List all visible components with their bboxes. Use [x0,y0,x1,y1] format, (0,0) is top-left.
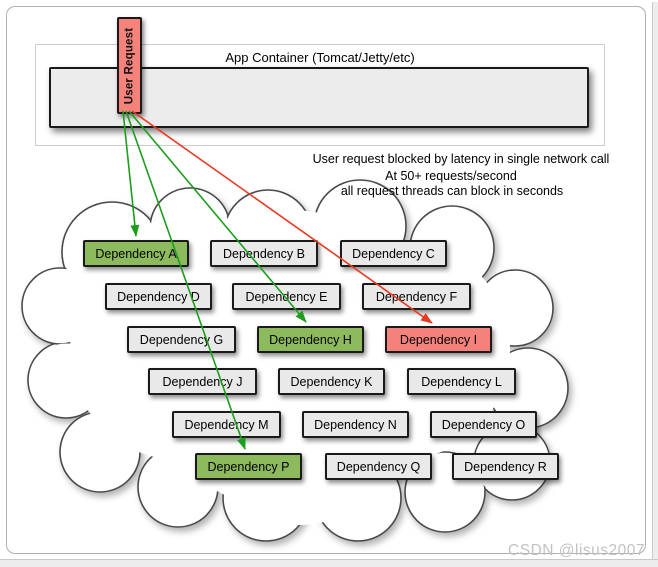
dependency-box-p: Dependency P [195,453,302,480]
user-request-box: User Request [117,17,142,114]
annotation-line-3: all request threads can block in seconds [340,184,564,198]
dependency-box-h: Dependency H [257,326,364,353]
dependency-box-i: Dependency I [385,326,492,353]
csdn-watermark: CSDN @lisus2007 [508,542,645,559]
annotation-line-2: At 50+ requests/second [385,169,517,183]
page-bottom-edge [0,559,658,567]
dependency-box-b: Dependency B [210,240,318,267]
app-container-title: App Container (Tomcat/Jetty/etc) [225,50,415,65]
dependency-box-m: Dependency M [172,411,281,438]
dependency-box-r: Dependency R [452,453,559,480]
dependency-box-d: Dependency D [105,283,212,310]
dependency-box-o: Dependency O [430,411,537,438]
dependency-box-k: Dependency K [278,368,385,395]
dependency-box-a: Dependency A [83,240,189,267]
outer-frame [6,6,646,554]
user-request-label: User Request [123,27,136,104]
dependency-box-l: Dependency L [407,368,516,395]
dependency-box-q: Dependency Q [325,453,432,480]
dependency-box-f: Dependency F [362,283,471,310]
annotation-line-1: User request blocked by latency in singl… [312,152,610,166]
dependency-box-j: Dependency J [148,368,257,395]
dependency-box-g: Dependency G [127,326,236,353]
page-right-edge [652,2,658,560]
dependency-box-n: Dependency N [302,411,409,438]
dependency-box-e: Dependency E [232,283,341,310]
dependency-box-c: Dependency C [340,240,447,267]
